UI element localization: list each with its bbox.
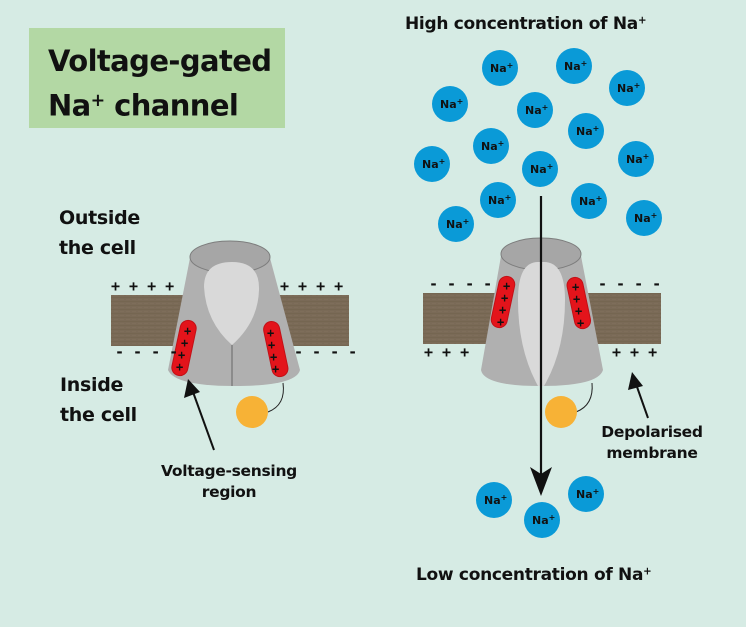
outside-charges-left-a: + + + + — [111, 277, 174, 295]
sodium-ion: Na+ — [568, 113, 604, 149]
sensor-plus-charge: + — [176, 360, 183, 374]
ion-circle — [524, 502, 560, 538]
ion-flow-arrow — [530, 196, 552, 496]
ion-circle — [473, 128, 509, 164]
sodium-ion: Na+ — [438, 206, 474, 242]
sodium-ion: Na+ — [482, 50, 518, 86]
inactivation-gate-ball-right — [545, 396, 577, 428]
voltage-sensor-open-right — [566, 276, 592, 330]
sodium-ion: Na+ — [556, 48, 592, 84]
ion-circle — [618, 141, 654, 177]
sodium-ion: Na+ — [618, 141, 654, 177]
sensor-plus-charge: + — [270, 350, 277, 364]
low-concentration-label: Low concentration of Na+ — [416, 565, 652, 585]
ion-circle — [517, 92, 553, 128]
voltage-sensing-arrow — [184, 379, 215, 451]
sensor-plus-charge: + — [577, 316, 584, 330]
sensor-plus-charge: + — [497, 315, 504, 329]
sensor-plus-charge: + — [184, 324, 191, 338]
gate-tether-left — [267, 382, 284, 413]
sensor-plus-charge: + — [501, 291, 508, 305]
sodium-ion: Na+ — [524, 502, 560, 538]
sodium-ion: Na+ — [517, 92, 553, 128]
ion-circle — [568, 113, 604, 149]
sensor-plus-charge: + — [267, 326, 274, 340]
pore-half-left — [518, 262, 541, 386]
outside-charges-right-a: - - - - — [429, 275, 492, 293]
sodium-ion: Na+ — [568, 476, 604, 512]
sodium-ion: Na+ — [432, 86, 468, 122]
ion-circle — [609, 70, 645, 106]
sensor-plus-charge: + — [181, 336, 188, 350]
voltage-sensor-right — [263, 320, 289, 378]
outside-cell-label: Outside the cell — [59, 207, 140, 259]
voltage-sensor-open-left — [490, 275, 516, 329]
ion-circle — [476, 482, 512, 518]
sodium-ion: Na+ — [414, 146, 450, 182]
diagram-title: Voltage-gated Na+ channel — [48, 41, 272, 126]
ion-circle — [556, 48, 592, 84]
title-line-1: Voltage-gated — [48, 44, 272, 78]
high-concentration-ions: Na+Na+Na+Na+Na+Na+Na+Na+Na+Na+Na+Na+Na+N… — [414, 48, 662, 242]
inside-charges-right-b: + + + — [612, 343, 657, 361]
outside-charges-right-b: - - - - — [598, 275, 661, 293]
sensor-plus-charge: + — [178, 348, 185, 362]
sensor-plus-charge: + — [503, 279, 510, 293]
sodium-ion: Na+ — [609, 70, 645, 106]
depolarised-membrane-label: Depolarised membrane — [601, 423, 703, 462]
inactivation-gate-ball-left — [236, 396, 268, 428]
sensor-plus-charge: + — [575, 304, 582, 318]
open-channel: ++++++++ — [481, 237, 603, 428]
ion-circle — [414, 146, 450, 182]
sodium-ion: Na+ — [480, 182, 516, 218]
ion-circle — [626, 200, 662, 236]
sensor-plus-charge: + — [272, 362, 279, 376]
sodium-ion: Na+ — [522, 151, 558, 187]
sodium-ion: Na+ — [476, 482, 512, 518]
ion-circle — [480, 182, 516, 218]
ion-circle — [522, 151, 558, 187]
closed-channel: ++++++++ — [168, 240, 300, 428]
title-line-2: Na+ channel — [48, 88, 239, 123]
pore-half-right — [541, 262, 565, 386]
inside-charges-left-a: - - - - — [115, 343, 178, 361]
inside-charges-left-b: - - - - — [294, 343, 357, 361]
ion-circle — [568, 476, 604, 512]
inside-charges-right-a: + + + — [424, 343, 469, 361]
ion-circle — [432, 86, 468, 122]
title-box — [29, 28, 285, 128]
gate-tether-right — [575, 382, 593, 413]
sodium-ion: Na+ — [626, 200, 662, 236]
ion-circle — [571, 183, 607, 219]
ion-circle — [482, 50, 518, 86]
sodium-ion: Na+ — [473, 128, 509, 164]
low-concentration-ions: Na+Na+Na+ — [476, 476, 604, 538]
sensor-plus-charge: + — [573, 292, 580, 306]
sensor-plus-charge: + — [268, 338, 275, 352]
inside-cell-label: Inside the cell — [60, 374, 137, 426]
depolarised-membrane-arrow — [628, 372, 649, 419]
high-concentration-label: High concentration of Na+ — [405, 14, 647, 34]
voltage-sensor-left — [171, 319, 197, 377]
ion-circle — [438, 206, 474, 242]
outside-charges-left-b: + + + + — [280, 277, 343, 295]
sodium-ion: Na+ — [571, 183, 607, 219]
voltage-sensing-region-label: Voltage-sensing region — [161, 462, 297, 501]
channel-pore-closed — [204, 262, 260, 345]
sensor-plus-charge: + — [572, 280, 579, 294]
sensor-plus-charge: + — [499, 303, 506, 317]
